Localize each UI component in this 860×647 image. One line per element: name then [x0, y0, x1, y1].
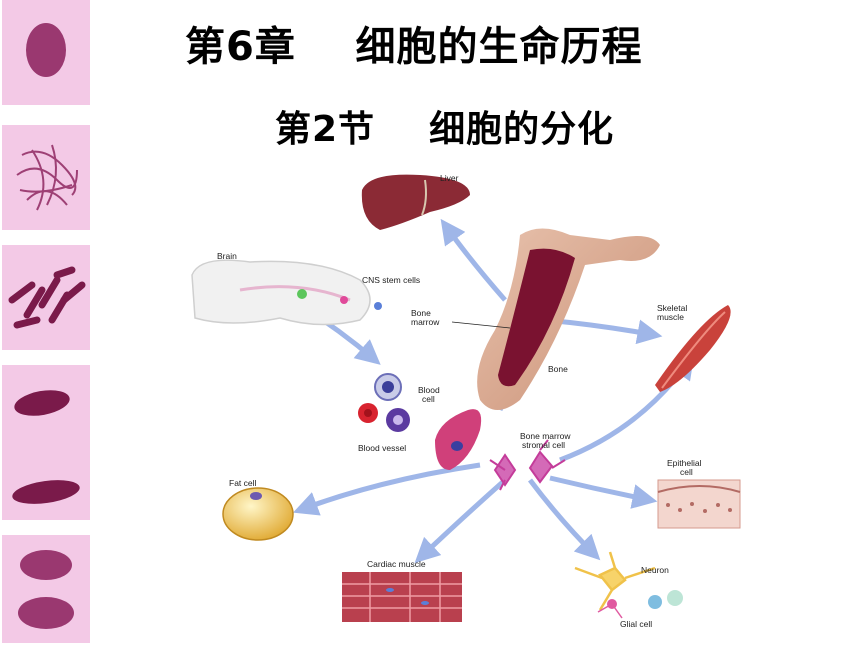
fat-cell-illustration	[222, 487, 294, 541]
blood-vessel-cell-illustration	[435, 409, 482, 470]
mitosis-image-strip	[0, 0, 92, 645]
label-bone: Bone	[548, 364, 568, 374]
chapter-title: 第6章 细胞的生命历程	[185, 24, 643, 70]
mitosis-panel-interphase	[2, 0, 90, 105]
mitosis-panel-anaphase	[2, 470, 90, 520]
label-bone-marrow-2: marrow	[411, 317, 440, 327]
label-neuron: Neuron	[641, 565, 669, 575]
bone-illustration	[477, 228, 660, 410]
label-skeletal-2: muscle	[657, 312, 684, 322]
section-title: 第2节 细胞的分化	[275, 109, 615, 150]
label-stromal-1: Bone marrow	[520, 431, 571, 441]
label-skeletal-1: Skeletal	[657, 303, 687, 313]
mitosis-panel-metaphase	[2, 365, 90, 470]
brain-illustration	[191, 259, 382, 326]
neuron-illustration	[574, 551, 656, 611]
label-bone-marrow-1: Bone	[411, 308, 431, 318]
blood-cells-illustration	[358, 373, 410, 432]
label-glial-cell: Glial cell	[620, 619, 652, 629]
label-fat-cell: Fat cell	[229, 478, 257, 488]
label-blood-cell-1: Blood	[418, 385, 440, 395]
label-cardiac-muscle: Cardiac muscle	[367, 559, 426, 569]
glial-cell-illustration	[597, 590, 683, 619]
liver-illustration	[361, 174, 470, 230]
label-epithelial-2: cell	[680, 467, 693, 477]
cardiac-muscle-illustration	[342, 572, 462, 622]
stromal-cell-illustration	[489, 439, 566, 491]
epithelial-cell-illustration	[657, 479, 741, 529]
label-blood-vessel: Blood vessel	[358, 443, 406, 453]
label-epithelial-1: Epithelial	[667, 458, 702, 468]
mitosis-panel-prometaphase	[2, 245, 90, 350]
mitosis-panel-telophase	[2, 535, 90, 643]
mitosis-panel-prophase	[2, 125, 90, 230]
label-blood-cell-2: cell	[422, 394, 435, 404]
label-liver: Liver	[440, 173, 459, 183]
label-stromal-2: stromal cell	[522, 440, 565, 450]
label-brain: Brain	[217, 251, 237, 261]
skeletal-muscle-illustration	[655, 305, 731, 392]
label-cns-stem-cells: CNS stem cells	[362, 275, 420, 285]
